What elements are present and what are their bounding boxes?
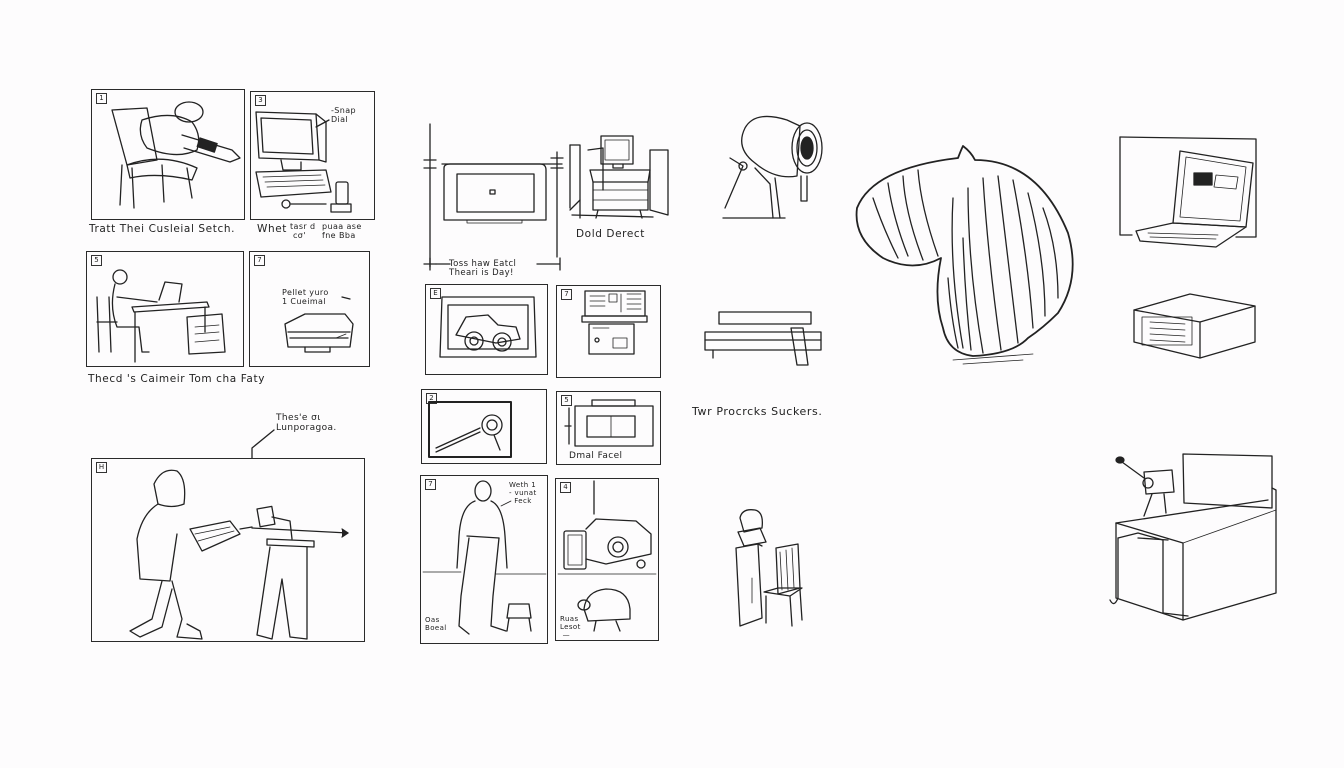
person-in-chair-with-camera-sketch <box>111 101 241 209</box>
desk-caption: Dold Derect <box>576 228 646 240</box>
panel-3-caption-a: Whet <box>257 223 288 235</box>
kiosk-with-chair-sketch <box>735 509 803 627</box>
dimension-sketch-printer <box>423 123 564 271</box>
panel-number: 1 <box>96 93 107 104</box>
server-box-sketch <box>1133 293 1256 359</box>
desk-with-webcam-sketch <box>1109 453 1277 621</box>
panel-7-man-caption: Oas Boeal <box>425 616 447 632</box>
security-camera-sketch <box>722 115 823 219</box>
computer-with-phone-sketch <box>255 111 352 213</box>
panel-3-note: -Snap Dial <box>331 106 357 124</box>
panel-2: 2 <box>421 389 547 464</box>
panel-number: 2 <box>426 393 437 404</box>
camera-and-robot-sketch <box>557 480 657 632</box>
control-panel-sketch <box>581 290 648 355</box>
panel-7-control: 7 <box>556 285 661 378</box>
panel-7-note: Pellet yuro 1 Cueimal <box>282 288 329 306</box>
panel-number: 3 <box>255 95 266 106</box>
panel-7-man-note: Weth 1 - vunat Feck <box>509 481 537 505</box>
panel-4-caption: Ruas Lesot — <box>560 615 581 639</box>
panel-1-caption: Tratt Thei Cusleial Setch. <box>89 223 236 235</box>
panel-5-device-caption: Dmal Facel <box>569 451 623 461</box>
desk-with-monitor-sketch <box>569 135 669 219</box>
woman-carrying-box-sketch <box>129 469 349 640</box>
panel-number: E <box>430 288 441 299</box>
onion-hair-sketch <box>855 145 1074 365</box>
dimension-sketch-caption: Toss haw Eatcl Theari is Day! <box>449 259 517 278</box>
panel-3-caption-b: tasr d cσ' <box>290 222 316 240</box>
sofa-chair-sketch <box>284 296 354 353</box>
magnifier-closeup-sketch <box>428 401 512 458</box>
panel-3-caption-c: puaa ase fne Bba <box>322 222 362 240</box>
vehicle-sketch <box>439 296 537 358</box>
panel-e: E <box>425 284 548 375</box>
panel-7: 7 Pellet yuro 1 Cueimal <box>249 251 370 367</box>
standing-man-sketch <box>422 480 547 635</box>
panel-5: 5 <box>86 251 244 367</box>
panel-3: 3 -Snap Dial <box>250 91 375 220</box>
panel-number: H <box>96 462 107 473</box>
panel-7-man: 7 Weth 1 - vunat Feck Oas Boeal <box>420 475 548 644</box>
panel-number: 7 <box>254 255 265 266</box>
panel-number: 5 <box>561 395 572 406</box>
panel-number: 4 <box>560 482 571 493</box>
panel-number: 7 <box>561 289 572 300</box>
tray-table-sketch <box>704 311 822 366</box>
panel-number: 5 <box>91 255 102 266</box>
device-with-screen-sketch <box>564 399 654 447</box>
person-at-desk-sketch <box>96 269 226 363</box>
panel-4: 4 Ruas Lesot — <box>555 478 659 641</box>
panel-1: 1 <box>91 89 245 220</box>
row2-caption: Thecd 's Caimeir Tom cha Faty <box>88 373 266 385</box>
panel-5-device: 5 Dmal Facel <box>556 391 661 465</box>
woman-callout-note: Thes'e σι Lunporagoa. <box>276 413 337 433</box>
panel-h: H <box>91 458 365 642</box>
laptop-in-frame-sketch <box>1119 136 1257 248</box>
panel-number: 7 <box>425 479 436 490</box>
right-caption: Twr Procrcks Suckers. <box>692 405 823 418</box>
